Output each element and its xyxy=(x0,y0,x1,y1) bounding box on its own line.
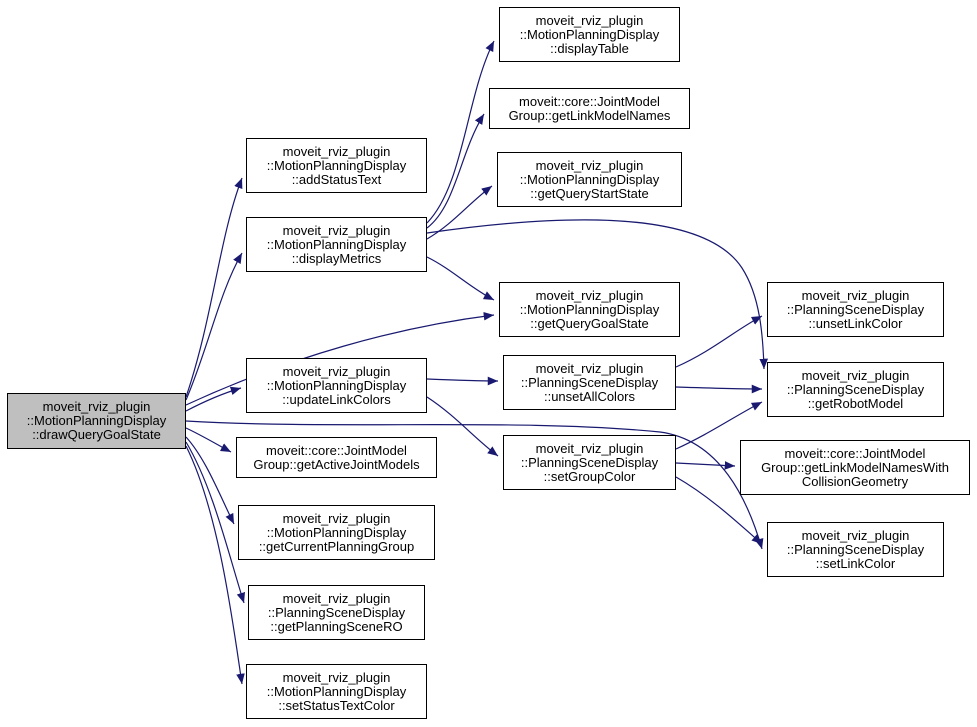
edge-drawQueryGoalState-displayMetrics xyxy=(185,252,243,401)
node-displayTable[interactable]: moveit_rviz_plugin::MotionPlanningDispla… xyxy=(499,7,680,62)
node-label-line: Group::getActiveJointModels xyxy=(253,456,420,472)
node-setGroupColor[interactable]: moveit_rviz_plugin::PlanningSceneDisplay… xyxy=(503,435,676,490)
edge-displayMetrics-getLinkModelNames xyxy=(426,113,485,229)
node-label-line: moveit_rviz_plugin xyxy=(535,12,644,28)
node-addStatusText[interactable]: moveit_rviz_plugin::MotionPlanningDispla… xyxy=(246,138,427,193)
node-label-line: CollisionGeometry xyxy=(801,473,909,489)
node-label-line: moveit_rviz_plugin xyxy=(282,510,391,526)
node-label-line: Group::getLinkModelNamesWith xyxy=(761,459,949,475)
node-label-line: ::setLinkColor xyxy=(815,555,896,571)
node-label-line: moveit_rviz_plugin xyxy=(42,399,151,414)
edge-drawQueryGoalState-updateLinkColors xyxy=(185,386,242,412)
edge-displayMetrics-getQueryStartState xyxy=(426,185,493,240)
node-unsetLinkColor[interactable]: moveit_rviz_plugin::PlanningSceneDisplay… xyxy=(767,282,944,337)
node-label-line: ::getQueryGoalState xyxy=(530,315,649,331)
node-label-line: ::addStatusText xyxy=(291,171,382,187)
node-label-line: ::updateLinkColors xyxy=(282,391,391,407)
node-label-line: moveit_rviz_plugin xyxy=(535,157,644,173)
edge-setGroupColor-getRobotModel xyxy=(675,401,763,450)
node-label-line: moveit_rviz_plugin xyxy=(801,287,910,303)
node-label-line: moveit_rviz_plugin xyxy=(282,143,391,159)
node-label-line: moveit_rviz_plugin xyxy=(282,222,391,238)
node-getRobotModel[interactable]: moveit_rviz_plugin::PlanningSceneDisplay… xyxy=(767,362,944,417)
node-label-line: ::PlanningSceneDisplay xyxy=(786,301,925,317)
edge-displayMetrics-getQueryGoalState xyxy=(426,256,495,301)
node-getCurrentPlanningGroup[interactable]: moveit_rviz_plugin::MotionPlanningDispla… xyxy=(238,505,435,560)
node-updateLinkColors[interactable]: moveit_rviz_plugin::MotionPlanningDispla… xyxy=(246,358,427,413)
node-setLinkColor[interactable]: moveit_rviz_plugin::PlanningSceneDisplay… xyxy=(767,522,944,577)
node-label-line: ::MotionPlanningDisplay xyxy=(266,683,407,699)
node-label-line: ::PlanningSceneDisplay xyxy=(520,374,659,390)
node-label-line: moveit_rviz_plugin xyxy=(535,360,644,376)
node-label-line: ::PlanningSceneDisplay xyxy=(786,541,925,557)
node-getPlanningSceneRO[interactable]: moveit_rviz_plugin::PlanningSceneDisplay… xyxy=(248,585,425,640)
node-label-line: ::getCurrentPlanningGroup xyxy=(258,538,415,554)
edge-updateLinkColors-unsetAllColors xyxy=(426,376,499,386)
edge-drawQueryGoalState-getActiveJointModels xyxy=(185,427,232,453)
node-label-line: ::unsetAllColors xyxy=(543,388,636,404)
node-label-line: moveit_rviz_plugin xyxy=(801,527,910,543)
node-label-line: ::MotionPlanningDisplay xyxy=(266,377,407,393)
node-label-line: moveit_rviz_plugin xyxy=(282,669,391,685)
node-label-line: ::MotionPlanningDisplay xyxy=(519,301,660,317)
node-label-line: ::PlanningSceneDisplay xyxy=(786,381,925,397)
node-label-line: moveit_rviz_plugin xyxy=(535,440,644,456)
node-getQueryGoalState[interactable]: moveit_rviz_plugin::MotionPlanningDispla… xyxy=(499,282,680,337)
node-label-line: ::displayTable xyxy=(550,40,629,56)
edge-unsetAllColors-unsetLinkColor xyxy=(675,315,763,368)
node-label-line: ::PlanningSceneDisplay xyxy=(520,454,659,470)
node-label-line: ::unsetLinkColor xyxy=(808,315,903,331)
node-label-line: ::PlanningSceneDisplay xyxy=(267,604,406,620)
node-label-line: ::getQueryStartState xyxy=(530,185,649,201)
edge-drawQueryGoalState-getPlanningSceneRO xyxy=(185,441,245,604)
node-label-line: moveit_rviz_plugin xyxy=(282,363,391,379)
edge-drawQueryGoalState-setLinkColor xyxy=(185,420,764,550)
node-label-line: ::MotionPlanningDisplay xyxy=(266,236,407,252)
node-label-line: ::getPlanningSceneRO xyxy=(270,618,403,634)
edge-unsetAllColors-getRobotModel xyxy=(675,384,763,394)
node-drawQueryGoalState[interactable]: moveit_rviz_plugin::MotionPlanningDispla… xyxy=(7,393,186,449)
edge-drawQueryGoalState-setStatusTextColor xyxy=(185,445,245,685)
node-label-line: moveit_rviz_plugin xyxy=(282,590,391,606)
node-setStatusTextColor[interactable]: moveit_rviz_plugin::MotionPlanningDispla… xyxy=(246,664,427,719)
node-label-line: moveit::core::JointModel xyxy=(519,93,660,109)
edge-drawQueryGoalState-getCurrentPlanningGroup xyxy=(185,436,235,525)
edge-setGroupColor-setLinkColor xyxy=(675,476,763,545)
node-label-line: moveit::core::JointModel xyxy=(784,445,926,461)
node-label-line: Group::getLinkModelNames xyxy=(508,107,671,123)
edge-setGroupColor-getLinkModelNamesWithCollisionGeometry xyxy=(675,461,736,470)
node-label-line: moveit_rviz_plugin xyxy=(535,287,644,303)
node-label-line: ::MotionPlanningDisplay xyxy=(519,171,660,187)
edge-drawQueryGoalState-addStatusText xyxy=(185,177,243,398)
node-label-line: ::drawQueryGoalState xyxy=(32,427,161,442)
node-label-line: moveit_rviz_plugin xyxy=(801,367,910,383)
node-label-line: moveit::core::JointModel xyxy=(266,442,407,458)
node-unsetAllColors[interactable]: moveit_rviz_plugin::PlanningSceneDisplay… xyxy=(503,355,676,410)
node-label-line: ::displayMetrics xyxy=(291,250,382,266)
node-getQueryStartState[interactable]: moveit_rviz_plugin::MotionPlanningDispla… xyxy=(497,152,682,207)
node-displayMetrics[interactable]: moveit_rviz_plugin::MotionPlanningDispla… xyxy=(246,217,427,272)
node-label-line: ::setStatusTextColor xyxy=(278,697,395,713)
node-label-line: ::MotionPlanningDisplay xyxy=(519,26,660,42)
node-label-line: ::MotionPlanningDisplay xyxy=(26,413,167,428)
node-label-line: ::MotionPlanningDisplay xyxy=(266,524,407,540)
node-label-line: ::getRobotModel xyxy=(807,395,904,411)
node-label-line: ::MotionPlanningDisplay xyxy=(266,157,407,173)
edge-displayMetrics-displayTable xyxy=(426,40,495,224)
node-label-line: ::setGroupColor xyxy=(543,468,636,484)
edge-updateLinkColors-setGroupColor xyxy=(426,396,499,457)
edge-drawQueryGoalState-getQueryGoalState xyxy=(185,311,495,406)
